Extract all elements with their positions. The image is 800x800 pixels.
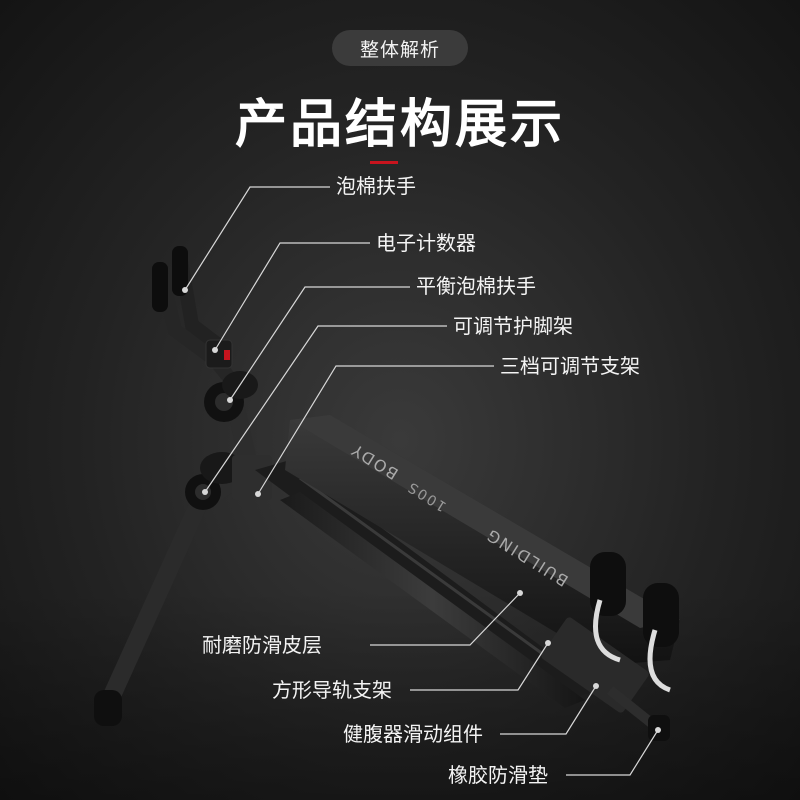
adjustable-bracket bbox=[232, 455, 272, 500]
foam-handle-left bbox=[152, 262, 168, 312]
label-foot-rack: 可调节护脚架 bbox=[453, 314, 573, 338]
label-foam-handle: 泡棉扶手 bbox=[336, 174, 416, 198]
balance-foam-roller bbox=[204, 371, 258, 422]
bench-pad bbox=[285, 415, 680, 665]
label-electronic-counter: 电子计数器 bbox=[376, 231, 476, 255]
label-three-level-bracket: 三档可调节支架 bbox=[500, 354, 640, 378]
label-anti-slip-leather: 耐磨防滑皮层 bbox=[202, 633, 322, 657]
label-slide-assembly: 健腹器滑动组件 bbox=[343, 722, 483, 746]
front-leg bbox=[94, 481, 214, 726]
electronic-counter bbox=[205, 339, 233, 369]
leader-lines bbox=[182, 186, 661, 776]
accent-divider bbox=[370, 161, 398, 164]
page-title: 产品结构展示 bbox=[234, 95, 565, 155]
label-balance-foam-handle: 平衡泡棉扶手 bbox=[416, 274, 536, 298]
foam-handle-right bbox=[172, 246, 188, 296]
label-square-rail: 方形导轨支架 bbox=[272, 678, 392, 702]
label-rubber-pad: 橡胶防滑垫 bbox=[448, 763, 548, 787]
rear-foam-rollers bbox=[590, 552, 679, 693]
section-badge: 整体解析 bbox=[332, 30, 468, 66]
